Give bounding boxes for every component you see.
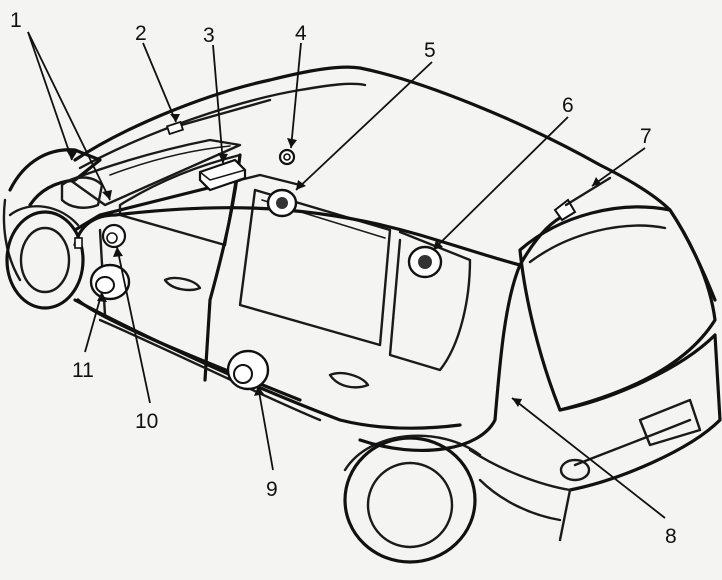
callout-1: 1 <box>10 9 22 32</box>
callout-3: 3 <box>203 24 215 47</box>
callout-11: 11 <box>72 359 94 382</box>
callout-9: 9 <box>266 478 278 501</box>
leader-lines <box>27 31 666 519</box>
callout-10: 10 <box>135 410 158 433</box>
car-body <box>2 65 722 564</box>
wiring-harness <box>73 98 567 452</box>
callout-6: 6 <box>562 94 574 117</box>
callout-2: 2 <box>135 22 147 45</box>
callout-5: 5 <box>424 39 436 62</box>
callout-labels: 1 2 3 4 5 6 7 8 9 10 11 <box>10 9 677 548</box>
callout-7: 7 <box>640 125 652 148</box>
components <box>74 120 612 391</box>
callout-4: 4 <box>295 22 307 45</box>
callout-8: 8 <box>665 525 677 548</box>
